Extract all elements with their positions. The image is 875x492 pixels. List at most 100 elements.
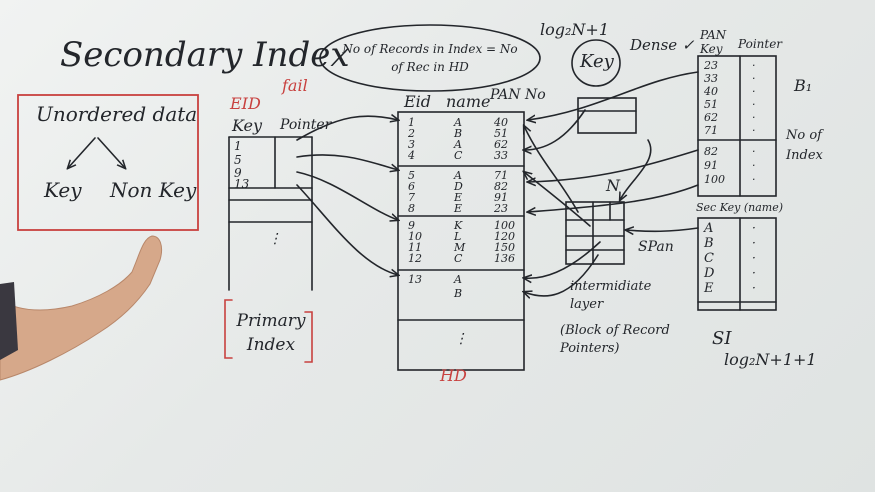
sec-pointer-dot: · — [752, 266, 756, 280]
hd-cell: 40 — [494, 116, 508, 129]
primary-index-caption: Primary Index — [236, 311, 306, 355]
sec-key: A — [704, 221, 714, 236]
hd-header: PAN No — [490, 87, 546, 103]
hd-cell: 91 — [494, 191, 508, 204]
pi-key: 9 — [234, 166, 242, 180]
hd-cell: 10 — [408, 230, 422, 243]
sec-pointer-dot: · — [752, 236, 756, 250]
hd-cell: 11 — [408, 241, 422, 254]
hd-cell: A — [454, 138, 462, 151]
hd-cell: 51 — [494, 127, 508, 140]
pi-key: 13 — [234, 177, 250, 191]
dense-key: 71 — [704, 124, 718, 137]
span-label: SPan — [638, 239, 674, 255]
pi-col-key: Key — [232, 116, 263, 135]
dense-col1: PAN Key — [700, 28, 727, 57]
intermediate-caption: intermidiate layer — [570, 279, 652, 313]
dense-label: Dense ✓ — [630, 36, 695, 54]
hd-cell: E — [454, 202, 463, 215]
eid-red: EID — [230, 94, 261, 113]
hd-cell: L — [454, 230, 462, 243]
sec-pointer-dot: · — [752, 281, 756, 295]
hd-cell: C — [454, 252, 463, 265]
sec-key: D — [704, 266, 715, 281]
sec-key-label: Sec Key (name) — [696, 201, 784, 214]
dense-pointer-dot: · — [752, 159, 756, 172]
hd-cell: 3 — [408, 138, 415, 151]
b1-label: B₁ — [794, 76, 813, 95]
hd-cell: B — [454, 287, 463, 300]
sec-key: C — [704, 251, 714, 266]
hd-cell: 23 — [494, 202, 508, 215]
hd-cell: 62 — [494, 138, 508, 151]
hd-ellipsis: ⋮ — [454, 331, 468, 347]
hd-cell: 71 — [494, 169, 508, 182]
dense-key: 91 — [704, 159, 718, 172]
hd-cell: B — [454, 127, 463, 140]
board-title: Secondary Index — [60, 35, 350, 75]
fail-red: fail — [282, 76, 308, 95]
dense-key: 100 — [704, 173, 725, 186]
unordered-key: Key — [44, 178, 82, 202]
dense-pointer-dot: · — [752, 72, 756, 85]
pi-col-pointer: Pointer — [280, 117, 332, 133]
si-label: SI — [712, 328, 732, 349]
hd-cell: C — [454, 149, 463, 162]
sec-pointer-dot: · — [752, 251, 756, 265]
hd-cell: 12 — [408, 252, 422, 265]
intermediate-caption-sub: (Block of Record Pointers) — [560, 323, 670, 357]
log-top: log₂N+1 — [540, 20, 609, 39]
no-of-index-note: No of Index — [786, 128, 823, 163]
hd-cell: 100 — [494, 219, 515, 232]
pi-ellipsis: ⋮ — [268, 231, 282, 247]
hd-cell: 150 — [494, 241, 515, 254]
hd-cell: 5 — [408, 169, 415, 182]
hd-cell: A — [454, 273, 462, 286]
hd-cell: 8 — [408, 202, 415, 215]
dense-pointer-dot: · — [752, 111, 756, 124]
dense-pointer-dot: · — [752, 98, 756, 111]
hd-cell: 120 — [494, 230, 515, 243]
dense-key: 23 — [704, 59, 718, 72]
dense-pointer-dot: · — [752, 173, 756, 186]
hd-cell: 4 — [408, 149, 415, 162]
dense-key: 62 — [704, 111, 718, 124]
intermediate-n: N — [606, 176, 620, 195]
records-note: No of Records in Index = No of Rec in HD — [342, 42, 518, 74]
dense-key: 40 — [704, 85, 718, 98]
log-bottom: log₂N+1+1 — [724, 350, 817, 369]
hd-cell: A — [454, 116, 462, 129]
hd-caption: HD — [440, 366, 467, 385]
sec-key: B — [704, 236, 714, 251]
hd-cell: 13 — [408, 273, 422, 286]
hd-cell: 136 — [494, 252, 515, 265]
hd-cell: D — [454, 180, 463, 193]
hd-cell: 2 — [408, 127, 415, 140]
key-circle-label: Key — [580, 51, 614, 72]
unordered-nonkey: Non Key — [110, 178, 197, 202]
hd-cell: 1 — [408, 116, 415, 129]
dense-key: 51 — [704, 98, 718, 111]
hd-cell: 6 — [408, 180, 415, 193]
hd-cell: 82 — [494, 180, 508, 193]
dense-pointer-dot: · — [752, 124, 756, 137]
hd-cell: M — [454, 241, 466, 254]
dense-key: 33 — [704, 72, 718, 85]
hd-cell: K — [454, 219, 463, 232]
hd-cell: A — [454, 169, 462, 182]
hd-cell: 33 — [494, 149, 508, 162]
dense-pointer-dot: · — [752, 145, 756, 158]
sec-pointer-dot: · — [752, 221, 756, 235]
pi-key: 5 — [234, 153, 242, 167]
unordered-heading: Unordered data — [36, 102, 198, 126]
dense-col2: Pointer — [738, 37, 783, 51]
pi-key: 1 — [234, 139, 242, 153]
hd-header: Eid — [404, 92, 432, 111]
hd-cell: 7 — [408, 191, 415, 204]
dense-key: 82 — [704, 145, 718, 158]
hd-cell: E — [454, 191, 463, 204]
dense-pointer-dot: · — [752, 59, 756, 72]
